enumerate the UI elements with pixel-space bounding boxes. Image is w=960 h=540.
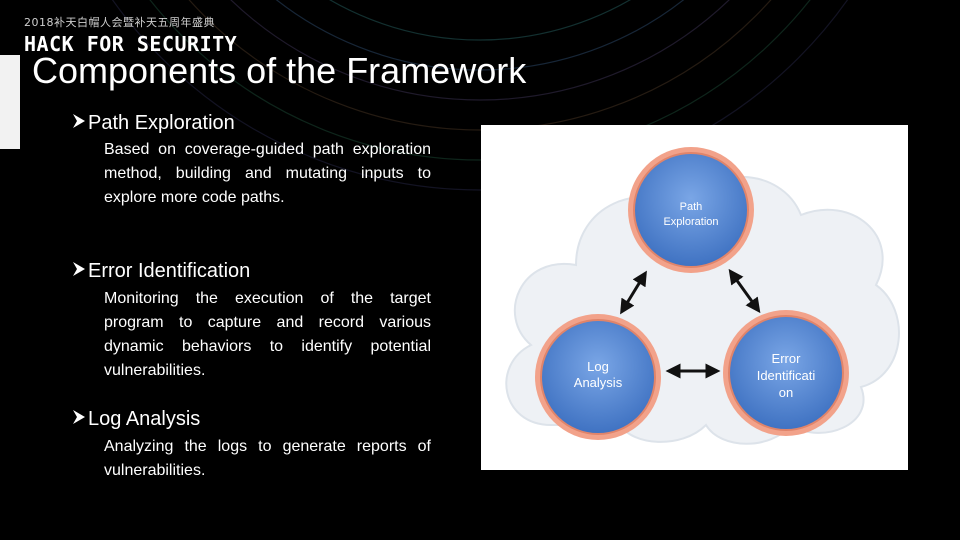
bullet-heading: Log Analysis xyxy=(88,408,201,430)
node-label-line: Exploration xyxy=(663,216,719,228)
node-log-analysis xyxy=(535,314,661,440)
node-label-line: Path xyxy=(679,201,703,213)
double-arrow-icon xyxy=(728,268,761,314)
node-error-identification xyxy=(723,310,849,436)
bullet-heading: Path Exploration xyxy=(88,112,235,134)
arrowhead-bullet-icon xyxy=(72,408,88,431)
bullet-log-analysis: Log Analysis xyxy=(72,408,200,431)
event-name: 2018补天白帽人会暨补天五周年盛典 xyxy=(24,16,215,29)
slide-title: Components of the Framework xyxy=(32,50,527,91)
node-label-line: Error xyxy=(771,351,801,366)
node-label-log: Log Analysis xyxy=(548,359,648,391)
node-label-line: on xyxy=(778,385,794,400)
double-arrow-icon xyxy=(620,270,647,315)
bullet-path-exploration: Path Exploration xyxy=(72,112,235,135)
bullet-description: Analyzing the logs to generate reports o… xyxy=(104,438,431,479)
bullet-description: Based on coverage-guided path exploratio… xyxy=(104,141,431,206)
arrowhead-bullet-icon xyxy=(72,112,88,135)
node-label-line: Analysis xyxy=(573,375,623,390)
diagram-graphic xyxy=(505,147,900,445)
bullet-heading: Error Identification xyxy=(88,260,251,282)
arrowhead-bullet-icon xyxy=(72,260,88,283)
node-path-exploration xyxy=(628,147,754,273)
node-label-line: Identificati xyxy=(756,368,816,383)
framework-diagram: Path Exploration Log Analysis Error Iden… xyxy=(481,125,908,470)
node-label-path: Path Exploration xyxy=(641,200,741,230)
slide-side-tab xyxy=(0,55,20,149)
node-label-line: Log xyxy=(587,359,609,374)
node-label-error: Error Identificati on xyxy=(736,350,836,401)
bullet-error-identification: Error Identification xyxy=(72,260,250,283)
brand-logo-text: HACK FOR SECURITY xyxy=(24,32,238,56)
bullet-description: Monitoring the execution of the target p… xyxy=(104,290,431,379)
